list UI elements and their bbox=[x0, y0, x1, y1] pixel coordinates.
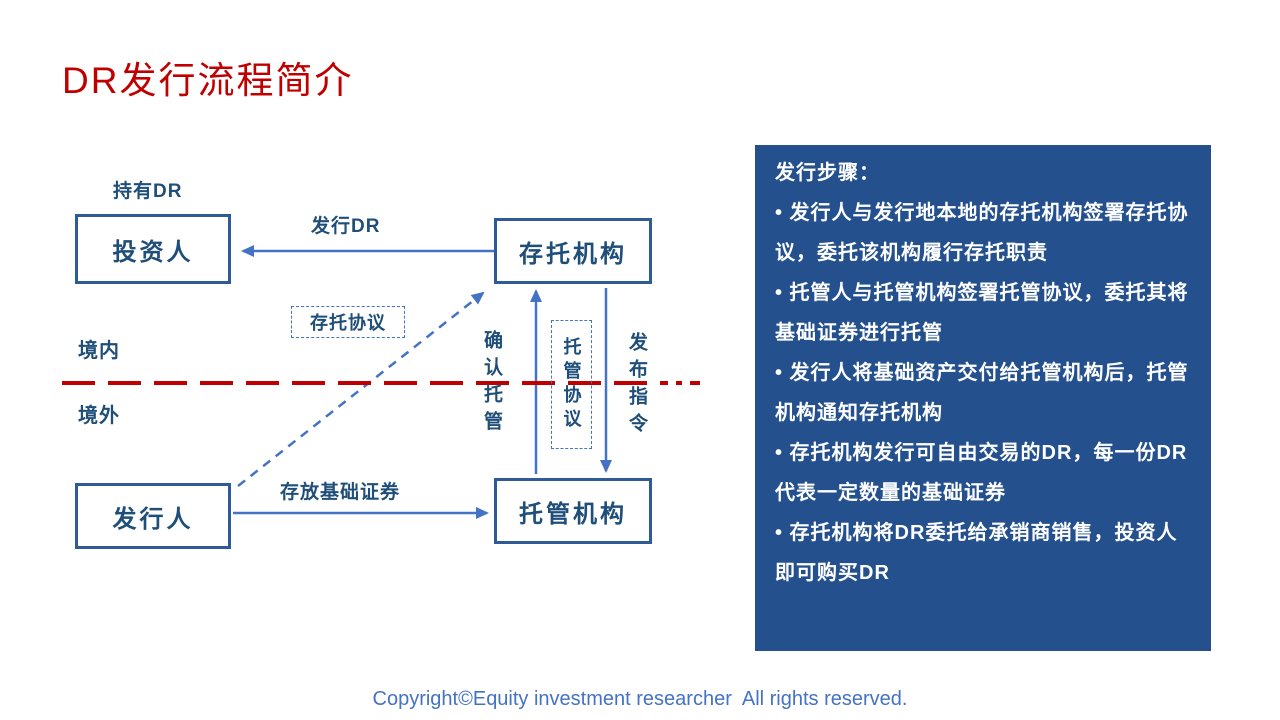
depositary-label: 存托机构 bbox=[519, 240, 627, 268]
issuer-label: 发行人 bbox=[112, 505, 194, 533]
panel-bullet: • 发行人将基础资产交付给托管机构后，托管机构通知存托机构 bbox=[775, 362, 1189, 424]
release-instruction-label: 发布指令 bbox=[626, 332, 647, 440]
panel-bullet: • 托管人与托管机构签署托管协议，委托其将基础证券进行托管 bbox=[775, 282, 1189, 344]
deposit-agreement-arrow bbox=[237, 291, 485, 487]
panel-bullet: • 发行人与发行地本地的存托机构签署存托协议，委托该机构履行存托职责 bbox=[775, 202, 1189, 264]
issuer-box: 发行人 bbox=[75, 483, 231, 549]
confirm-custody-label: 确认托管 bbox=[481, 330, 502, 438]
page-title: DR发行流程简介 bbox=[62, 60, 354, 101]
issue-dr-label: 发行DR bbox=[311, 216, 381, 237]
deposit-agreement-text: 存托协议 bbox=[310, 313, 386, 333]
domestic-label: 境内 bbox=[78, 340, 120, 362]
custodian-box: 托管机构 bbox=[494, 478, 652, 544]
custodian-label: 托管机构 bbox=[519, 500, 627, 528]
investor-box: 投资人 bbox=[75, 214, 231, 284]
depositary-box: 存托机构 bbox=[494, 218, 652, 284]
hold-dr-label: 持有DR bbox=[113, 181, 183, 202]
custody-agreement-label: 托管协议 bbox=[551, 320, 592, 449]
overseas-label: 境外 bbox=[78, 405, 120, 427]
deposit-securities-label: 存放基础证券 bbox=[280, 482, 401, 503]
investor-label: 投资人 bbox=[112, 238, 194, 266]
deposit-agreement-label: 存托协议 bbox=[291, 306, 405, 338]
issuance-steps-panel: 发行步骤： • 发行人与发行地本地的存托机构签署存托协议，委托该机构履行存托职责… bbox=[755, 145, 1211, 651]
panel-heading: 发行步骤： bbox=[775, 162, 880, 184]
copyright-footer: Copyright©Equity investment researcher A… bbox=[372, 688, 908, 710]
panel-bullet: • 存托机构将DR委托给承销商销售，投资人即可购买DR bbox=[775, 522, 1178, 584]
custody-agreement-text: 托管协议 bbox=[561, 336, 582, 433]
panel-bullet: • 存托机构发行可自由交易的DR，每一份DR代表一定数量的基础证券 bbox=[775, 442, 1188, 504]
